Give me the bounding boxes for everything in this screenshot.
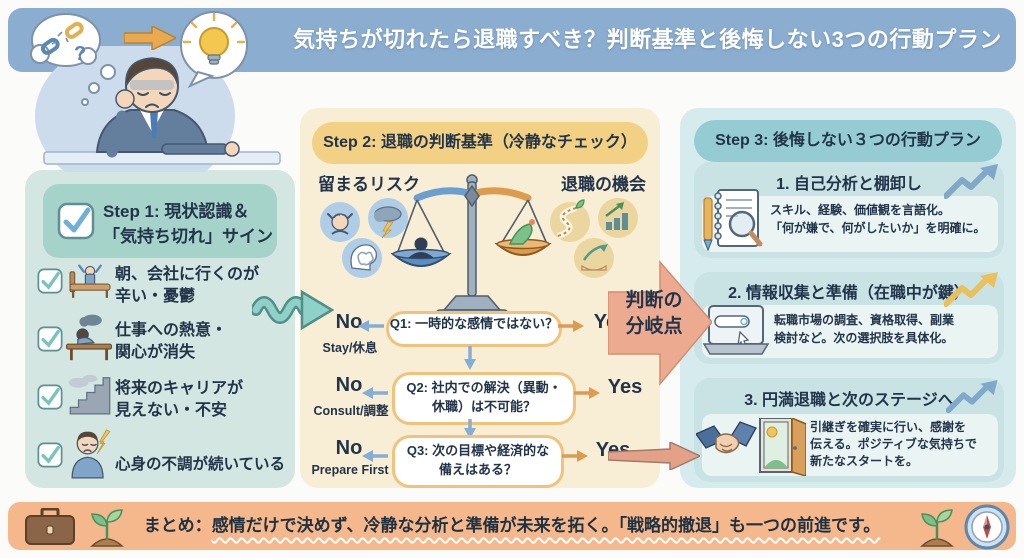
foggy-stairs-icon (68, 374, 111, 415)
quit-opportunity-label: 退職の機会 (561, 175, 646, 194)
question-3-text: Q3: 次の目標や経済的な (406, 443, 550, 458)
plan-1-text: 「何が嫌で、何がしたいか」を明確に。 (770, 221, 986, 235)
plan-2-title: 2. 情報収集と準備（在職中が鍵） (728, 285, 970, 302)
step3-header: Step 3: 後悔しない３つの行動プラン (694, 120, 1002, 162)
checkbox-icon (37, 326, 63, 352)
worried-worker-illustration (35, 46, 281, 172)
risk-icons-group (320, 198, 408, 278)
question-3-box: Q3: 次の目標や経済的な 備えはある？ (392, 435, 564, 488)
step2-panel: Step 2: 退職の判断基準（冷静なチェック） 留まるリスク 退職の機会 (300, 108, 660, 488)
growth-arrow-icon (944, 164, 998, 199)
q3-no-sublabel: Prepare First (311, 463, 389, 477)
step1-item-text: 関心が消失 (115, 344, 196, 361)
q2-no-sublabel: Consult/調整 (313, 404, 389, 418)
step1-panel: Step 1: 現状認識＆ 「気持ち切れ」サイン 朝、会社に行くのが 辛い・憂鬱 (25, 170, 295, 488)
bed-wake-icon (69, 264, 111, 298)
question-2-text: 休職）は不可能？ (431, 399, 536, 414)
svg-text:?: ? (74, 43, 86, 65)
question-2-text: Q2: 社内での解決（異動・ (406, 380, 562, 395)
branch-line2: 分岐点 (625, 316, 683, 337)
down-arrow-icon (464, 346, 476, 370)
growth-chart-icon (598, 198, 638, 238)
growth-arrow-icon (944, 272, 998, 307)
step1-item-text: 辛い・憂鬱 (115, 288, 196, 305)
handshake-door-icon (696, 418, 806, 476)
q3-no-label: No (335, 437, 363, 459)
stay-risk-label: 留まるリスク (318, 175, 420, 194)
compass-icon (964, 504, 1010, 550)
laptop-search-icon (702, 305, 770, 355)
balance-scale-icon (390, 174, 552, 319)
new-path-icon (550, 199, 590, 242)
decision-branch-arrow-icon (608, 259, 712, 387)
q2-no-label: No (335, 374, 363, 396)
plan-3-text: 伝える。ポジティブな気持ちで (810, 437, 977, 451)
q1-no-sublabel: Stay/休息 (322, 341, 378, 355)
sprout-icon (920, 509, 954, 547)
plan-1-text: スキル、経験、価値観を言語化。 (770, 203, 951, 217)
briefcase-icon (25, 508, 75, 545)
no-arrow-icon (362, 387, 388, 399)
transition-arrow-icon (124, 26, 176, 50)
plan-3-text: 新たなスタートを。 (810, 454, 919, 468)
step2-header: Step 2: 退職の判断基準（冷静なチェック） (312, 122, 648, 164)
idea-lightbulb-icon (180, 11, 248, 88)
hand-growth-icon (574, 238, 614, 278)
step1-title-line1: Step 1: 現状認識＆ (103, 202, 250, 221)
step3-panel: Step 3: 後悔しない３つの行動プラン 1. 自己分析と棚卸し スキル、経験… (680, 108, 1016, 488)
checkbox-icon (37, 268, 63, 294)
page-title: 気持ちが切れたら退職すべき？判断基準と後悔しない3つの行動プラン (293, 27, 1002, 52)
down-arrow-icon (464, 419, 476, 439)
yes-arrow-icon (558, 320, 584, 332)
q2-yes-label: Yes (607, 376, 643, 398)
wavy-connector-arrow-icon (252, 289, 334, 331)
yes-exit-arrow-icon (608, 442, 700, 470)
yes-arrow-icon (562, 450, 588, 462)
plan-2-text: 転職市場の調査、資格取得、副業 (774, 313, 955, 327)
growth-arrow-icon (946, 380, 998, 414)
step1-title-line2: 「気持ち切れ」サイン (103, 227, 273, 246)
step1-item-text: 見えない・不安 (115, 402, 228, 419)
unwell-person-icon (71, 429, 111, 479)
stressed-person-icon (320, 202, 360, 242)
footer-bar: まとめ：感情だけで決めず、冷静な分析と準備が未来を拓く。「戦略的撤退」も一つの前… (8, 502, 1016, 550)
plan-3-title: 3. 円満退職と次のステージへ (744, 392, 954, 409)
branch-point-label: 判断の 分岐点 (610, 288, 698, 340)
storm-cloud-icon (368, 198, 408, 239)
q1-no-label: No (335, 311, 363, 333)
question-2-box: Q2: 社内での解決（異動・ 休職）は不可能？ (392, 372, 576, 425)
step1-item-text: 心身の不調が続いている (115, 456, 286, 473)
plan-3-text: 引継ぎを確実に行い、感謝を (810, 420, 967, 434)
no-arrow-icon (358, 320, 384, 332)
checkbox-icon (57, 202, 95, 240)
step1-item-text: 朝、会社に行くのが (115, 266, 260, 283)
brain-icon (342, 238, 382, 278)
plan-1-title: 1. 自己分析と棚卸し (776, 176, 922, 193)
plan-box-2: 2. 情報収集と準備（在職中が鍵） 転職市場の調査、資格取得、副業 検討など。次… (694, 272, 1004, 364)
yes-arrow-icon (574, 387, 600, 399)
summary-highlight-1: 感情だけで決めず、冷静な分析と準備が未来を拓く。 (211, 516, 619, 535)
notebook-magnifier-icon (703, 189, 763, 252)
desk-slump-icon (66, 314, 112, 361)
sprout-icon (90, 509, 124, 547)
step1-item-text: 仕事への熱意・ (115, 322, 228, 339)
plan-box-3: 3. 円満退職と次のステージへ 引継ぎを確実に行い、感謝を 伝える。ポジティブな… (694, 378, 1004, 482)
question-3-text: 備えはある？ (438, 462, 517, 477)
branch-line1: 判断の (625, 290, 683, 311)
question-1-box: Q1: 一時的な感情ではない？ (386, 311, 562, 347)
summary-highlight-2: 「戦略的撤退」も一つの前進です。 (618, 516, 881, 535)
plan-3-body (702, 414, 998, 476)
question-1-text: Q1: 一時的な感情ではない？ (389, 316, 559, 331)
checkbox-icon (37, 384, 63, 410)
broken-chain-thought-icon: ? (30, 13, 101, 67)
summary-prefix: まとめ： (143, 516, 212, 535)
plan-2-text: 検討など。次の選択肢を具体化。 (774, 331, 954, 345)
step1-item-text: 将来のキャリアが (115, 380, 244, 397)
checkbox-icon (37, 442, 63, 468)
step1-header: Step 1: 現状認識＆ 「気持ち切れ」サイン (43, 184, 277, 258)
opportunity-icons-group (550, 198, 638, 278)
summary-text: まとめ：感情だけで決めず、冷静な分析と準備が未来を拓く。「戦略的撤退」も一つの前… (136, 502, 888, 550)
no-arrow-icon (362, 450, 388, 462)
plan-box-1: 1. 自己分析と棚卸し スキル、経験、価値観を言語化。 「何が嫌で、何がしたいか… (694, 162, 1004, 258)
